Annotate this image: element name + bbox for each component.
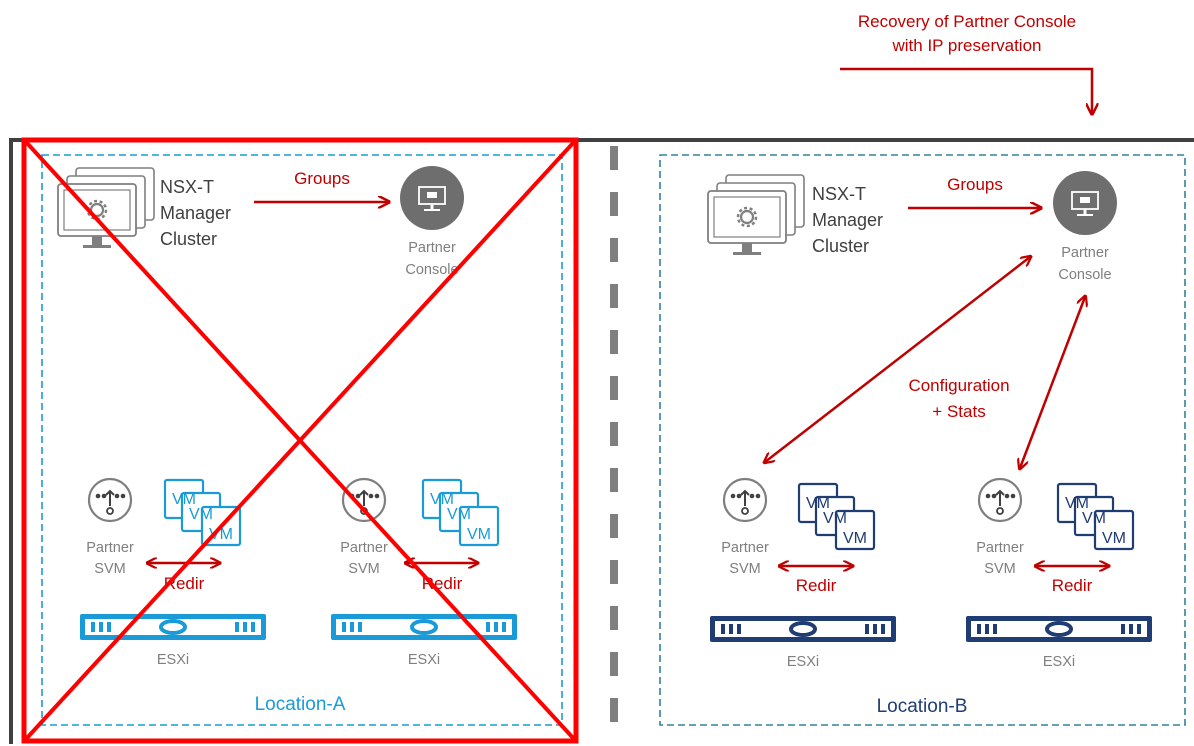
vm-label: VM bbox=[172, 491, 196, 508]
host-b1: Partner SVM VM VM VM Redir ESXi bbox=[708, 477, 898, 670]
groups-label: Groups bbox=[947, 175, 1003, 194]
location-a: NSX-T Manager Cluster Groups Partner Con… bbox=[41, 154, 563, 726]
svm-label-line-2: SVM bbox=[729, 561, 760, 577]
location-b: NSX-T Manager Cluster Groups Partner Con… bbox=[659, 154, 1186, 726]
svm-label-line-1: Partner bbox=[86, 540, 134, 556]
svm-label-line-2: SVM bbox=[984, 561, 1015, 577]
partner-svm-icon bbox=[977, 477, 1023, 523]
config-arrow-2 bbox=[1020, 297, 1085, 468]
manager-label-line-2: Manager bbox=[160, 203, 231, 223]
vm-label: VM bbox=[189, 506, 213, 523]
console-label-line-2: Console bbox=[405, 262, 458, 278]
esxi-server-icon bbox=[708, 614, 898, 644]
partner-svm-icon bbox=[341, 477, 387, 523]
svm-label-line-1: Partner bbox=[976, 540, 1024, 556]
partner-console-icon bbox=[1052, 170, 1118, 236]
esxi-label: ESXi bbox=[157, 652, 189, 668]
vm-label: VM bbox=[1102, 530, 1126, 547]
vm-label: VM bbox=[430, 491, 454, 508]
redir-label: Redir bbox=[422, 574, 463, 593]
console-label-line-1: Partner bbox=[408, 240, 456, 256]
manager-label-line-3: Cluster bbox=[812, 236, 869, 256]
redir-label: Redir bbox=[1052, 576, 1093, 595]
location-a-label: Location-A bbox=[255, 694, 346, 715]
failure-cross-icon bbox=[21, 137, 579, 744]
config-arrow-1 bbox=[765, 257, 1030, 462]
host-b2: Partner SVM VM VM VM Redir ESXi bbox=[964, 477, 1154, 670]
outer-frame bbox=[9, 138, 1194, 744]
host-a2: Partner SVM VM VM VM Redir ESXi bbox=[329, 477, 519, 668]
config-label-line-2: + Stats bbox=[932, 402, 985, 421]
config-label-backdrop bbox=[888, 370, 1032, 426]
partner-svm-icon bbox=[87, 477, 133, 523]
manager-label-line-3: Cluster bbox=[160, 229, 217, 249]
vm-label: VM bbox=[843, 530, 867, 547]
location-a-boundary bbox=[41, 154, 563, 726]
vm-label: VM bbox=[467, 526, 491, 543]
title-arrow bbox=[840, 67, 1092, 113]
vm-label: VM bbox=[447, 506, 471, 523]
console-label-line-1: Partner bbox=[1061, 245, 1109, 261]
location-b-boundary bbox=[659, 154, 1186, 726]
redir-label: Redir bbox=[796, 576, 837, 595]
monitor-gear-icon bbox=[706, 173, 806, 257]
partner-console-icon bbox=[399, 165, 465, 231]
manager-label-line-2: Manager bbox=[812, 210, 883, 230]
svm-label-line-1: Partner bbox=[340, 540, 388, 556]
svm-label-line-2: SVM bbox=[348, 561, 379, 577]
esxi-label: ESXi bbox=[787, 654, 819, 670]
vm-label: VM bbox=[1082, 510, 1106, 527]
location-b-label: Location-B bbox=[877, 696, 968, 717]
vm-label: VM bbox=[823, 510, 847, 527]
esxi-label: ESXi bbox=[1043, 654, 1075, 670]
vm-label: VM bbox=[1065, 495, 1089, 512]
esxi-server-icon bbox=[964, 614, 1154, 644]
title-line-1: Recovery of Partner Console bbox=[858, 12, 1076, 31]
title-line-2: with IP preservation bbox=[892, 36, 1042, 55]
vm-label: VM bbox=[806, 495, 830, 512]
esxi-server-icon bbox=[329, 612, 519, 642]
partner-svm-icon bbox=[722, 477, 768, 523]
manager-label-line-1: NSX-T bbox=[160, 177, 214, 197]
config-label-line-1: Configuration bbox=[908, 376, 1009, 395]
monitor-gear-icon bbox=[56, 166, 156, 250]
esxi-server-icon bbox=[78, 612, 268, 642]
svm-label-line-1: Partner bbox=[721, 540, 769, 556]
console-label-line-2: Console bbox=[1058, 267, 1111, 283]
manager-label-line-1: NSX-T bbox=[812, 184, 866, 204]
groups-label: Groups bbox=[294, 169, 350, 188]
host-a1: Partner SVM VM VM VM Redir ESXi bbox=[78, 477, 268, 668]
title: Recovery of Partner Console with IP pres… bbox=[858, 12, 1076, 55]
svm-label-line-2: SVM bbox=[94, 561, 125, 577]
esxi-label: ESXi bbox=[408, 652, 440, 668]
